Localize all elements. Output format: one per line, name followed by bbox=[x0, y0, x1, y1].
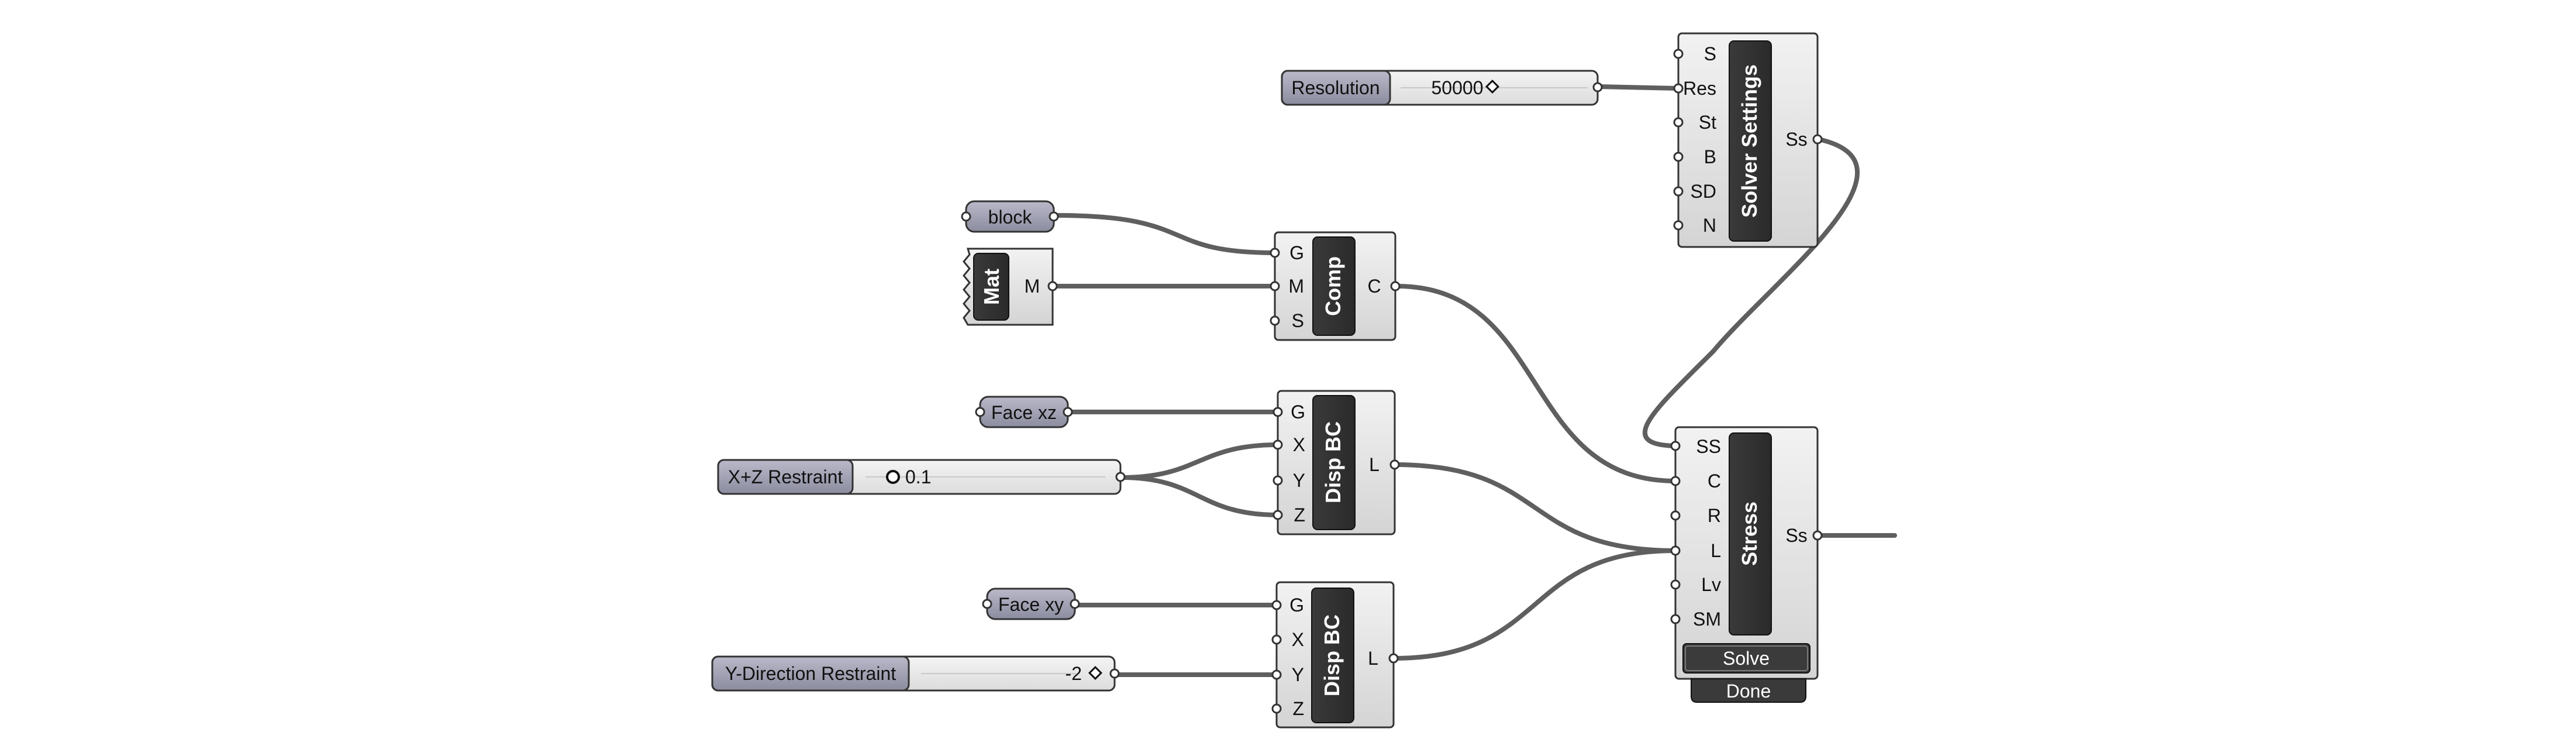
wire-xz-to-x bbox=[1119, 442, 1280, 480]
slider-xz-restraint[interactable]: X+Z Restraint 0.1 bbox=[717, 459, 1126, 495]
input-s: S bbox=[1704, 43, 1716, 64]
input-y: Y bbox=[1293, 470, 1305, 491]
stress-output-grip[interactable] bbox=[1812, 530, 1823, 541]
input-g: G bbox=[1291, 401, 1305, 422]
solver-settings-output-label: Ss bbox=[1785, 129, 1807, 150]
slider-xz-restraint-handle[interactable] bbox=[886, 470, 900, 484]
input-g: G bbox=[1289, 242, 1304, 263]
solver-settings-inputs: S Res St B SD N bbox=[1683, 43, 1716, 236]
param-face-xy[interactable]: Face xy bbox=[982, 588, 1080, 620]
slider-resolution-handle[interactable] bbox=[1485, 79, 1500, 94]
disp-bc-2-component[interactable]: Disp BC G X Y Z L bbox=[1271, 581, 1399, 729]
material-component[interactable]: Mat M bbox=[963, 248, 1058, 326]
slider-y-restraint-label: Y-Direction Restraint bbox=[725, 663, 896, 684]
slider-resolution[interactable]: Resolution 50000 bbox=[1281, 70, 1603, 106]
wire-disp2-to-stress bbox=[1391, 548, 1678, 661]
param-face-xz[interactable]: Face xz bbox=[975, 396, 1073, 428]
wire-comp-to-stress bbox=[1394, 284, 1678, 483]
input-x: X bbox=[1292, 629, 1304, 650]
wire-disp1-to-stress bbox=[1392, 462, 1678, 553]
material-output-grip[interactable] bbox=[1047, 281, 1058, 291]
disp-bc-2-input-grips[interactable] bbox=[1271, 600, 1282, 714]
slider-resolution-label: Resolution bbox=[1291, 77, 1380, 98]
stress-component[interactable]: Stress SS C R L Lv SM Ss Solve bbox=[1670, 426, 1823, 680]
input-r: R bbox=[1708, 505, 1721, 526]
slider-xz-restraint-value: 0.1 bbox=[905, 466, 931, 487]
solver-settings-output-grip[interactable] bbox=[1812, 134, 1823, 145]
param-block-label: block bbox=[988, 207, 1033, 228]
input-sd: SD bbox=[1691, 181, 1716, 202]
wires bbox=[1049, 84, 1897, 677]
stress-status-label: Done bbox=[1726, 681, 1771, 702]
input-res: Res bbox=[1683, 78, 1716, 99]
input-g: G bbox=[1289, 595, 1304, 616]
stress-input-grips[interactable] bbox=[1670, 441, 1681, 624]
input-sm: SM bbox=[1693, 609, 1721, 630]
input-c: C bbox=[1708, 470, 1721, 492]
comp-input-grips[interactable] bbox=[1270, 248, 1280, 326]
disp-bc-1-output-label: L bbox=[1369, 454, 1380, 475]
solver-settings-title: Solver Settings bbox=[1737, 64, 1761, 218]
disp-bc-2-output-label: L bbox=[1368, 648, 1378, 669]
slider-y-restraint-value: -2 bbox=[1065, 663, 1082, 684]
slider-y-restraint-handle[interactable] bbox=[1088, 665, 1103, 681]
input-ss: SS bbox=[1696, 436, 1721, 457]
comp-component[interactable]: Comp G M S C bbox=[1270, 231, 1401, 341]
input-z: Z bbox=[1294, 504, 1305, 525]
slider-xz-restraint-label: X+Z Restraint bbox=[728, 466, 843, 487]
wire-solver-settings-to-stress bbox=[1642, 137, 1860, 448]
stress-output-label: Ss bbox=[1785, 525, 1807, 546]
disp-bc-1-title: Disp BC bbox=[1321, 421, 1345, 503]
disp-bc-2-output-grip[interactable] bbox=[1388, 653, 1399, 664]
wire-xz-to-z bbox=[1119, 475, 1280, 517]
wire-block-to-comp bbox=[1053, 213, 1277, 255]
disp-bc-1-output-grip[interactable] bbox=[1389, 459, 1400, 470]
disp-bc-1-component[interactable]: Disp BC G X Y Z L bbox=[1273, 390, 1400, 535]
solver-settings-component[interactable]: Solver Settings S Res St B SD N Ss bbox=[1673, 32, 1823, 248]
solve-button-label: Solve bbox=[1723, 648, 1770, 669]
stress-status-tag: Done bbox=[1691, 678, 1806, 703]
input-x: X bbox=[1293, 434, 1305, 455]
slider-y-restraint[interactable]: Y-Direction Restraint -2 bbox=[711, 655, 1120, 692]
slider-resolution-value: 50000 bbox=[1432, 77, 1484, 98]
material-title: Mat bbox=[980, 269, 1003, 305]
input-y: Y bbox=[1292, 664, 1304, 685]
input-m: M bbox=[1288, 276, 1304, 297]
disp-bc-2-title: Disp BC bbox=[1320, 614, 1344, 696]
input-s: S bbox=[1292, 310, 1304, 331]
input-n: N bbox=[1703, 215, 1716, 236]
disp-bc-1-input-grips[interactable] bbox=[1273, 407, 1283, 520]
param-block[interactable]: block bbox=[961, 200, 1059, 233]
wire-resolution-to-res bbox=[1596, 84, 1681, 91]
material-output-label: M bbox=[1025, 276, 1040, 297]
solver-settings-input-grips[interactable] bbox=[1673, 49, 1684, 231]
param-face-xz-label: Face xz bbox=[991, 402, 1057, 423]
input-z: Z bbox=[1292, 698, 1304, 719]
comp-output-grip[interactable] bbox=[1390, 281, 1401, 291]
input-l: L bbox=[1711, 540, 1721, 561]
stress-title: Stress bbox=[1737, 501, 1761, 566]
solve-button[interactable]: Solve bbox=[1682, 643, 1811, 674]
comp-output-label: C bbox=[1367, 276, 1381, 297]
input-lv: Lv bbox=[1701, 574, 1721, 595]
input-st: St bbox=[1699, 112, 1716, 133]
comp-title: Comp bbox=[1321, 256, 1345, 316]
param-face-xy-label: Face xy bbox=[998, 594, 1064, 615]
input-b: B bbox=[1704, 146, 1716, 167]
